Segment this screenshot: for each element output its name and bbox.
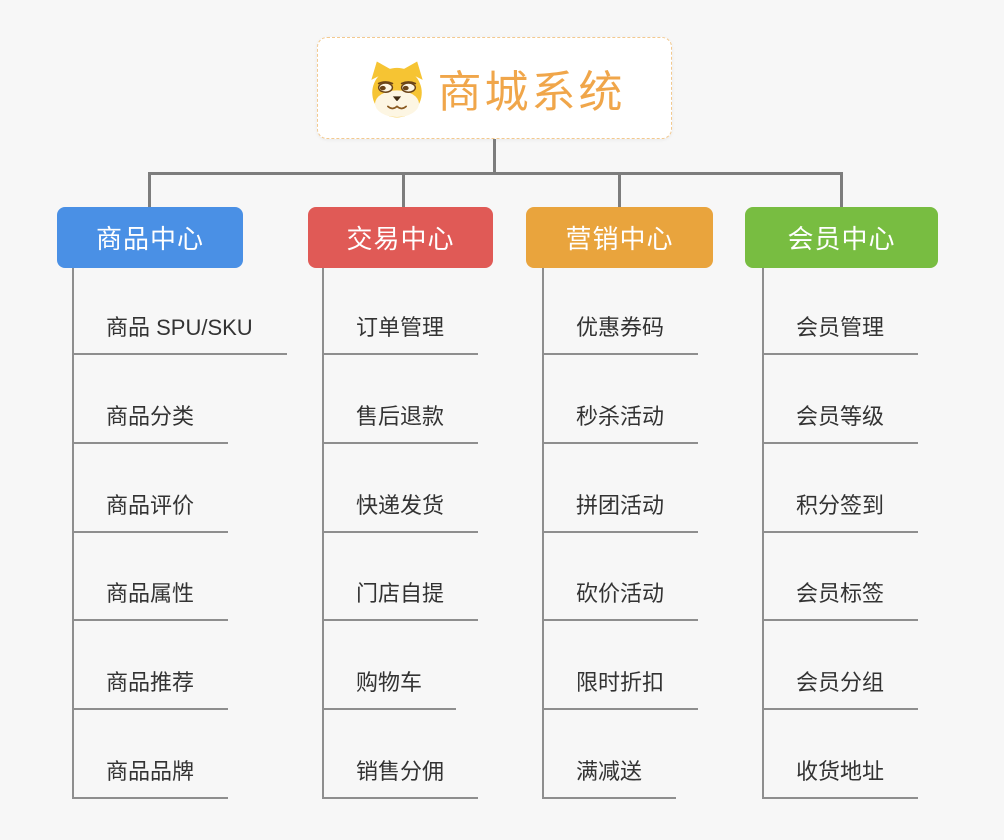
root-node[interactable]: 商城系统 [317, 37, 672, 139]
leaf-node[interactable]: 购物车 [322, 666, 457, 710]
leaf-node[interactable]: 秒杀活动 [542, 400, 699, 444]
leaf-node[interactable]: 商品 SPU/SKU [72, 311, 287, 355]
leaf-node[interactable]: 会员标签 [762, 577, 919, 621]
root-title: 商城系统 [437, 68, 626, 117]
connector-drop-branch-1 [402, 172, 405, 208]
branch-spine-3 [762, 268, 764, 799]
leaf-node[interactable]: 快递发货 [322, 489, 479, 533]
leaf-node[interactable]: 限时折扣 [542, 666, 699, 710]
connector-drop-branch-2 [618, 172, 621, 208]
leaf-node[interactable]: 会员等级 [762, 400, 919, 444]
branch-header-trade-center[interactable]: 交易中心 [308, 207, 493, 268]
leaf-node[interactable]: 售后退款 [322, 400, 479, 444]
leaf-node[interactable]: 会员分组 [762, 666, 919, 710]
shiba-dog-icon [364, 59, 430, 119]
connector-root-drop [493, 139, 496, 174]
branch-header-member-center[interactable]: 会员中心 [745, 207, 938, 268]
connector-drop-branch-0 [148, 172, 151, 208]
branch-spine-0 [72, 268, 74, 799]
connector-drop-branch-3 [840, 172, 843, 208]
leaf-node[interactable]: 会员管理 [762, 311, 919, 355]
leaf-node[interactable]: 商品属性 [72, 577, 229, 621]
leaf-node[interactable]: 积分签到 [762, 489, 919, 533]
leaf-node[interactable]: 满减送 [542, 755, 677, 799]
leaf-node[interactable]: 优惠券码 [542, 311, 699, 355]
leaf-node[interactable]: 订单管理 [322, 311, 479, 355]
branch-header-marketing-center[interactable]: 营销中心 [526, 207, 713, 268]
connector-horizontal-bus [148, 172, 842, 175]
leaf-node[interactable]: 收货地址 [762, 755, 919, 799]
leaf-node[interactable]: 商品分类 [72, 400, 229, 444]
leaf-node[interactable]: 销售分佣 [322, 755, 479, 799]
leaf-node[interactable]: 商品推荐 [72, 666, 229, 710]
leaf-node[interactable]: 砍价活动 [542, 577, 699, 621]
leaf-node[interactable]: 门店自提 [322, 577, 479, 621]
branch-spine-1 [322, 268, 324, 799]
leaf-node[interactable]: 商品品牌 [72, 755, 229, 799]
branch-header-product-center[interactable]: 商品中心 [57, 207, 243, 268]
leaf-node[interactable]: 拼团活动 [542, 489, 699, 533]
branch-spine-2 [542, 268, 544, 799]
leaf-node[interactable]: 商品评价 [72, 489, 229, 533]
